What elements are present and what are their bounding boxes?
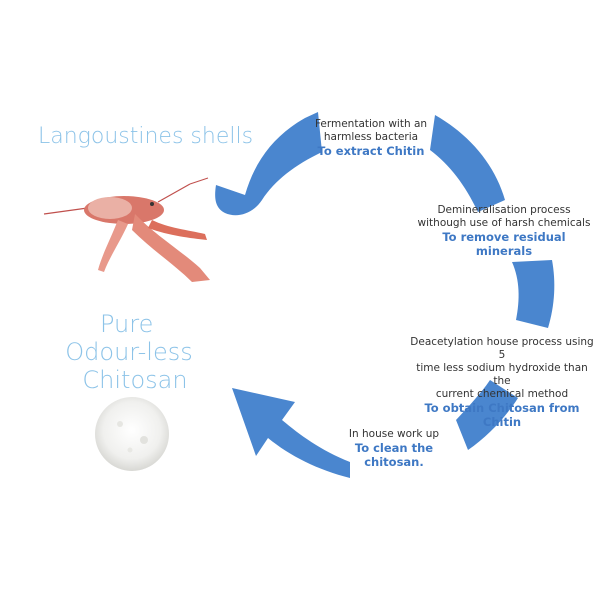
step-deacetylation-desc3: current chemical method xyxy=(435,388,569,400)
arrow-segment-fermentation xyxy=(215,112,322,216)
step-fermentation: Fermentation with an harmless bacteria T… xyxy=(312,118,430,158)
step-deacetylation-goal: To obtain Chitosan from Chitin xyxy=(424,401,580,429)
step-fermentation-goal: To extract Chitin xyxy=(317,144,425,158)
step-deacetylation: Deacetylation house process using 5 time… xyxy=(406,336,598,429)
product-title-line2: Odour-less xyxy=(65,338,193,366)
step-demineralisation-goal2: minerals xyxy=(475,244,533,258)
arrow-segment-demineralisation xyxy=(430,115,505,212)
chitosan-powder-illustration xyxy=(95,397,169,471)
arrow-segment-workup xyxy=(456,380,518,450)
step-demineralisation-goal1: To remove residual xyxy=(442,230,566,244)
step-demineralisation-desc2: withough use of harsh chemicals xyxy=(417,217,591,229)
step-deacetylation-desc2: time less sodium hydroxide than the xyxy=(416,362,588,387)
arrow-segment-deacetylation xyxy=(512,260,555,328)
source-title: Langoustines shells xyxy=(38,124,254,149)
product-title-line1: Pure xyxy=(100,310,154,338)
step-workup: In house work up To clean the chitosan. xyxy=(336,428,452,469)
step-fermentation-desc2: harmless bacteria xyxy=(323,131,419,143)
product-title-line3: Chitosan xyxy=(82,366,188,394)
langoustine-illustration xyxy=(43,177,210,282)
step-workup-desc1: In house work up xyxy=(348,428,440,440)
step-workup-goal1: To clean the xyxy=(354,441,434,455)
step-workup-goal2: chitosan. xyxy=(364,455,424,469)
step-deacetylation-desc1: Deacetylation house process using 5 xyxy=(410,336,594,361)
step-demineralisation: Demineralisation process withough use of… xyxy=(412,204,596,258)
step-demineralisation-desc1: Demineralisation process xyxy=(437,204,571,216)
step-fermentation-desc1: Fermentation with an xyxy=(314,118,428,130)
arrow-segment-return xyxy=(232,388,350,478)
